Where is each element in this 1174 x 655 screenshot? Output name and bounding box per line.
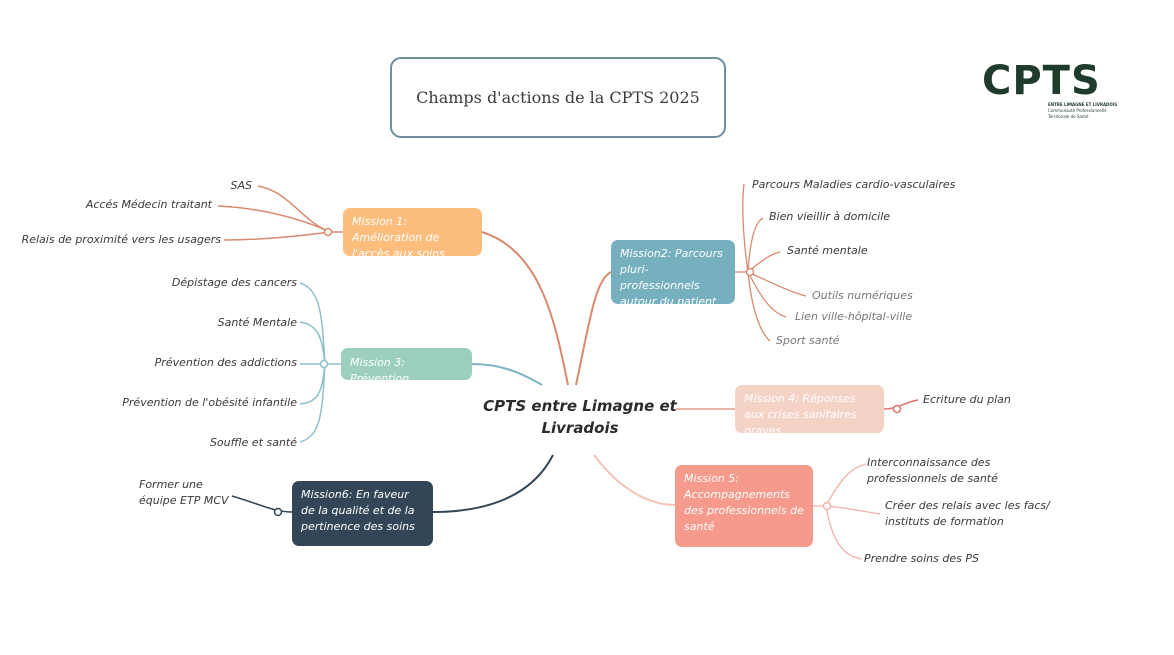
leaf-mission2-bien-vieillir[interactable]: Bien vieillir à domicile bbox=[769, 210, 891, 223]
branch-mission6 bbox=[432, 454, 554, 513]
logo-subtitle-3: Territoriale de Santé bbox=[1048, 114, 1089, 119]
central-topic-line2: Livradois bbox=[541, 419, 619, 437]
mission5-node[interactable]: Mission 5: Accompagnements des professio… bbox=[675, 465, 813, 547]
mission6-node[interactable]: Mission6: En faveur de la qualité et de … bbox=[292, 481, 433, 546]
leaf-mission1-relais[interactable]: Relais de proximité vers les usagers bbox=[21, 233, 221, 246]
branch-mission2 bbox=[575, 271, 612, 386]
leaf-mission2-lien-ville-hopital[interactable]: Lien ville-hôpital-ville bbox=[795, 310, 913, 323]
cpts-logo: CPTS ENTRE LIMAGNE ET LIVRADOIS Communau… bbox=[982, 58, 1117, 124]
central-topic-line1: CPTS entre Limagne et bbox=[483, 397, 677, 415]
leaf-mission3-obesite[interactable]: Prévention de l'obésité infantile bbox=[122, 396, 297, 409]
mission3-node[interactable]: Mission 3: Prévention bbox=[341, 348, 472, 385]
branch-mission1 bbox=[481, 231, 569, 386]
leaf-mission3-addictions[interactable]: Prévention des addictions bbox=[154, 356, 297, 369]
leaf-mission1-medecin-traitant[interactable]: Accés Médecin traitant bbox=[85, 198, 212, 211]
leaf-mission3-souffle[interactable]: Souffle et santé bbox=[209, 436, 297, 449]
logo-subtitle-2: Communauté Professionnelle bbox=[1048, 108, 1107, 113]
leaf-mission6-etp[interactable]: Former une équipe ETP MCV bbox=[139, 478, 229, 507]
mission4-node[interactable]: Mission 4: Réponses aux crises sanitaire… bbox=[735, 385, 884, 437]
mission1-node[interactable]: Mission 1: Amélioration de l'accès aux s… bbox=[343, 208, 482, 260]
leaf-mission1-sas[interactable]: SAS bbox=[230, 179, 253, 192]
leaf-mission2-outils-numeriques[interactable]: Outils numériques bbox=[812, 289, 913, 302]
leaf-mission2-sante-mentale[interactable]: Santé mentale bbox=[787, 244, 868, 257]
mission2-node[interactable]: Mission2: Parcours pluri- professionnels… bbox=[611, 240, 735, 308]
leaf-mission4-ecriture-plan[interactable]: Ecriture du plan bbox=[923, 393, 1011, 406]
branch-mission5 bbox=[593, 454, 676, 506]
leaf-mission2-sport-sante[interactable]: Sport santé bbox=[776, 334, 840, 347]
leaf-mission5-relais-facs[interactable]: Créer des relais avec les facs/ institut… bbox=[885, 499, 1050, 528]
branch-mission3 bbox=[471, 363, 543, 386]
leaf-mission2-cardio[interactable]: Parcours Maladies cardio-vasculaires bbox=[752, 178, 956, 191]
page-title: Champs d'actions de la CPTS 2025 bbox=[416, 88, 700, 107]
central-topic[interactable]: CPTS entre Limagne et Livradois bbox=[480, 395, 680, 439]
title-box: Champs d'actions de la CPTS 2025 bbox=[390, 57, 726, 138]
logo-text: CPTS bbox=[982, 58, 1101, 104]
leaf-mission3-depistage[interactable]: Dépistage des cancers bbox=[171, 276, 297, 289]
leaf-mission5-interconnaissance[interactable]: Interconnaissance des professionnels de … bbox=[867, 456, 998, 485]
leaf-mission3-sante-mentale[interactable]: Santé Mentale bbox=[217, 316, 297, 329]
leaf-mission5-soins-ps[interactable]: Prendre soins des PS bbox=[864, 552, 979, 565]
logo-subtitle-1: ENTRE LIMAGNE ET LIVRADOIS bbox=[1048, 102, 1118, 107]
